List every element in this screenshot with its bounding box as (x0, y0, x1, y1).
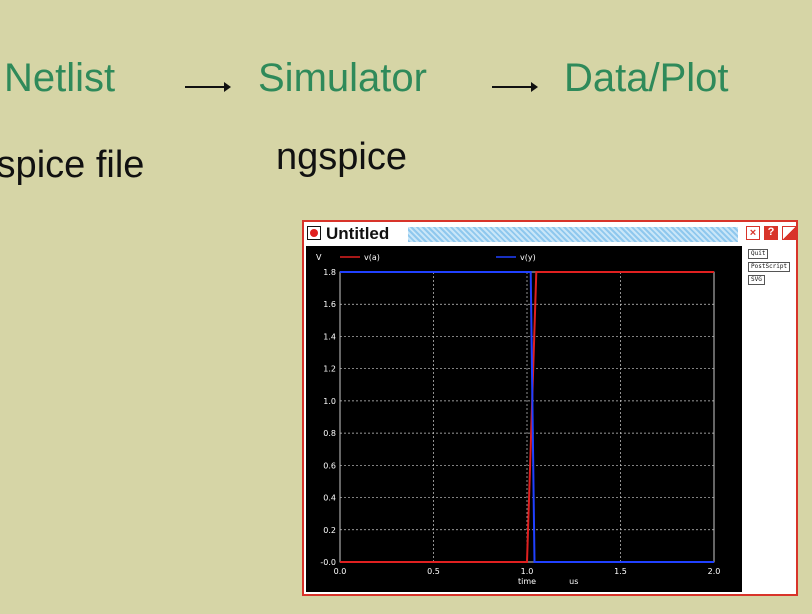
x-axis-unit-label: us (569, 577, 578, 586)
y-tick-label: 0.4 (323, 494, 336, 503)
quit-button[interactable]: Quit (748, 249, 769, 259)
y-axis-label: V (316, 253, 322, 262)
y-tick-label: 1.2 (323, 365, 336, 374)
spice-file-label: .spice file (0, 144, 145, 186)
plot-area: -0.0 0.2 0.4 0.6 0.8 1.0 1.2 1.4 1.6 1.8 0.0 0.5 1.0… (306, 246, 742, 592)
x-axis-label: time (518, 577, 536, 586)
y-tick-label: 1.8 (323, 268, 336, 277)
plot-window: Untitled × ? -0.0 0.2 0.4 0.6 0.8 1.0 1.2 1.4 1.… (302, 220, 798, 596)
arrow-icon (185, 82, 231, 92)
titlebar-drag-area[interactable] (408, 227, 738, 242)
netlist-label: Netlist (4, 56, 116, 100)
legend-label: v(a) (364, 253, 380, 262)
simulator-label: Simulator (258, 56, 427, 100)
legend-label: v(y) (520, 253, 536, 262)
series-line (340, 271, 714, 563)
x-tick-label: 1.0 (521, 567, 534, 576)
waveform-chart: -0.0 0.2 0.4 0.6 0.8 1.0 1.2 1.4 1.6 1.8 0.0 0.5 1.0… (316, 253, 721, 586)
x-tick-label: 0.0 (334, 567, 347, 576)
y-tick-label: 1.4 (323, 332, 336, 341)
x-tick-label: 0.5 (427, 567, 440, 576)
y-tick-label: 0.8 (323, 429, 336, 438)
resize-button[interactable] (782, 226, 796, 240)
y-tick-label: 0.6 (323, 461, 336, 470)
y-tick-label: 0.2 (323, 526, 336, 535)
y-tick-label: 1.6 (323, 300, 336, 309)
x-tick-label: 1.5 (614, 567, 627, 576)
arrow-icon (492, 82, 538, 92)
y-tick-label: -0.0 (320, 558, 336, 567)
window-titlebar[interactable]: Untitled × ? (306, 224, 796, 244)
svg-button[interactable]: SVG (748, 275, 765, 285)
close-button[interactable]: × (746, 226, 760, 240)
y-tick-label: 1.0 (323, 397, 336, 406)
window-menu-icon[interactable] (307, 226, 321, 240)
x-tick-label: 2.0 (708, 567, 721, 576)
help-button[interactable]: ? (764, 226, 778, 240)
window-title: Untitled (326, 224, 390, 243)
side-panel: Quit PostScript SVG (746, 246, 794, 592)
data-plot-label: Data/Plot (564, 56, 729, 100)
ngspice-label: ngspice (276, 136, 407, 178)
postscript-button[interactable]: PostScript (748, 262, 791, 272)
